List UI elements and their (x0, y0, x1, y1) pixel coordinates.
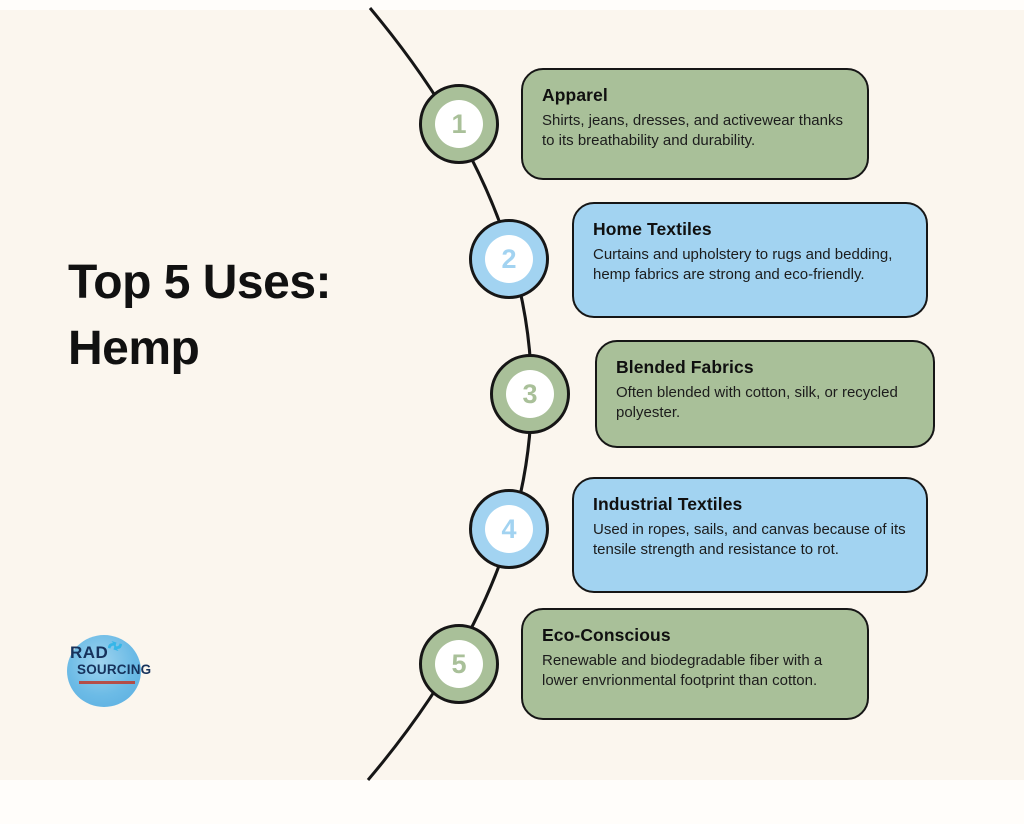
step-2-marker: 2 (469, 219, 549, 299)
step-1-heading: Apparel (542, 85, 608, 105)
step-3-heading: Blended Fabrics (616, 357, 754, 377)
page-title-line2: Hemp (68, 322, 200, 375)
step-4-heading: Industrial Textiles (593, 494, 743, 514)
logo-text-sourcing: SOURCING (77, 662, 152, 677)
step-3-card: Blended Fabrics Often blended with cotto… (595, 340, 935, 448)
logo-arrows-icon (108, 641, 122, 651)
step-1-body: Shirts, jeans, dresses, and activewear t… (542, 112, 843, 149)
page-title-line1: Top 5 Uses: (68, 256, 332, 309)
step-5-marker: 5 (419, 624, 499, 704)
logo-circle (67, 635, 141, 707)
rad-sourcing-logo: RAD SOURCING (64, 632, 152, 710)
step-4-number: 4 (485, 505, 533, 553)
step-4-body: Used in ropes, sails, and canvas because… (593, 521, 906, 558)
step-5-card: Eco-Conscious Renewable and biodegradabl… (521, 608, 869, 720)
step-5-body: Renewable and biodegradable fiber with a… (542, 652, 823, 689)
logo-tagline (79, 681, 135, 684)
page-title: Top 5 Uses: Hemp (68, 250, 332, 382)
step-1-card: Apparel Shirts, jeans, dresses, and acti… (521, 68, 869, 180)
step-3-body: Often blended with cotton, silk, or recy… (616, 384, 898, 421)
step-4-marker: 4 (469, 489, 549, 569)
step-5-heading: Eco-Conscious (542, 625, 671, 645)
step-5-number: 5 (435, 640, 483, 688)
step-2-heading: Home Textiles (593, 219, 712, 239)
step-4-card: Industrial Textiles Used in ropes, sails… (572, 477, 928, 593)
step-2-body: Curtains and upholstery to rugs and bedd… (593, 246, 893, 283)
logo-text-rad: RAD (70, 643, 109, 662)
step-3-number: 3 (506, 370, 554, 418)
step-1-number: 1 (435, 100, 483, 148)
step-2-number: 2 (485, 235, 533, 283)
step-2-card: Home Textiles Curtains and upholstery to… (572, 202, 928, 318)
step-1-marker: 1 (419, 84, 499, 164)
step-3-marker: 3 (490, 354, 570, 434)
